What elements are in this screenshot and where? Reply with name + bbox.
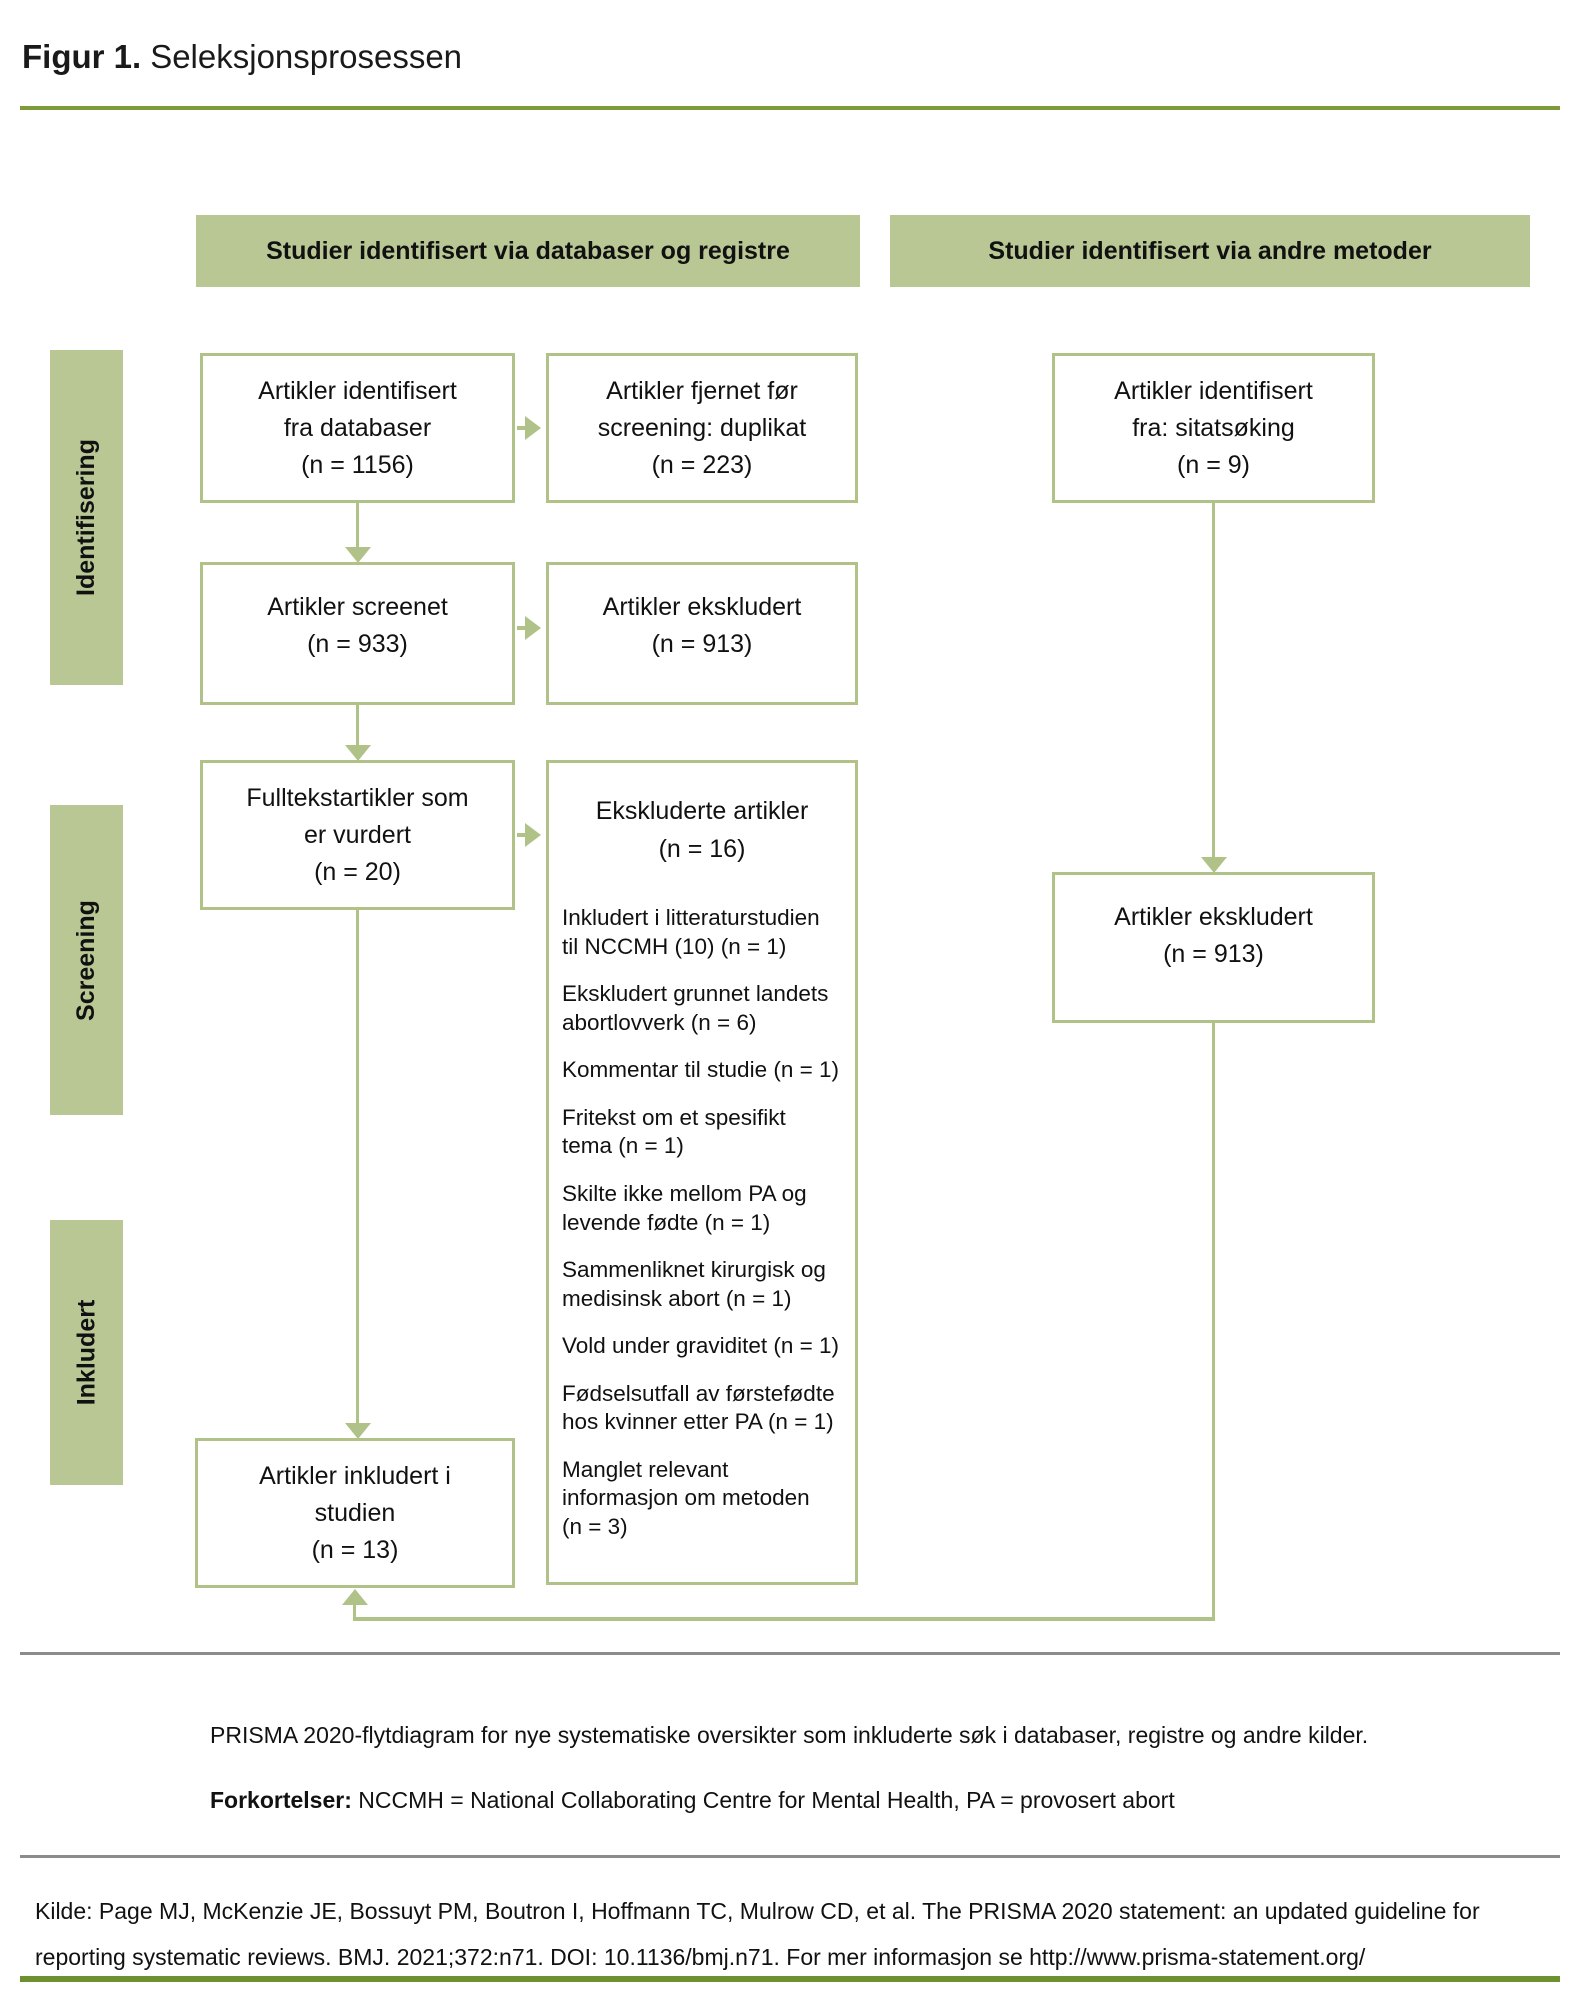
arrowhead-down-icon [1201,857,1227,873]
exclusion-reason: Fødselsutfall av førstefødte hos kvinner… [562,1380,835,1435]
box-excluded-other: Artikler ekskludert (n = 913) [1052,872,1375,1023]
source-citation: Kilde: Page MJ, McKenzie JE, Bossuyt PM,… [35,1888,1535,1980]
box-screened: Artikler screenet (n = 933) [200,562,515,705]
connector-row1-right [517,426,526,430]
stage-label: Screening [72,899,100,1021]
prisma-note-text: PRISMA 2020-flytdiagram for nye systemat… [210,1722,1369,1748]
source-citation-text: Kilde: Page MJ, McKenzie JE, Bossuyt PM,… [35,1898,1480,1970]
stage-screening: Screening [50,805,123,1115]
divider-gray-top [20,1652,1560,1655]
stage-included: Inkludert [50,1220,123,1485]
divider-gray-bottom [20,1855,1560,1858]
banner-other-methods: Studier identifisert via andre metoder [890,215,1530,287]
box-text: Artikler inkludert i studien (n = 13) [259,1461,451,1564]
arrowhead-right-icon [525,823,541,847]
box-fulltext-assessed: Fulltekstartikler som er vurdert (n = 20… [200,760,515,910]
exclusion-box-title: Ekskluderte artikler (n = 16) [595,797,809,863]
stage-identification: Identifisering [50,350,123,685]
connector-row2-right [517,626,526,630]
abbreviations-note: Forkortelser: NCCMH = National Collabora… [210,1787,1510,1814]
abbreviations-text: NCCMH = National Collaborating Centre fo… [358,1787,1175,1813]
banner-databases-registers: Studier identifisert via databaser og re… [196,215,860,287]
box-identified-databases: Artikler identifisert fra databaser (n =… [200,353,515,503]
box-included-studies: Artikler inkludert i studien (n = 13) [195,1438,515,1588]
exclusion-reason: Manglet relevant informasjon om metoden … [562,1456,810,1539]
arrowhead-down-icon [345,547,371,563]
elbow-vertical-left [353,1603,356,1619]
arrowhead-right-icon [525,616,541,640]
box-text: Fulltekstartikler som er vurdert (n = 20… [246,783,469,886]
box-removed-before-screening: Artikler fjernet før screening: duplikat… [546,353,858,503]
arrowhead-down-icon [345,745,371,761]
box-text: Artikler ekskludert (n = 913) [602,593,802,658]
exclusion-reason: Sammenliknet kirurgisk og medisinsk abor… [562,1257,826,1311]
exclusion-reason: Ekskludert grunnet landets abortlovverk … [562,981,829,1035]
exclusion-reason: Fritekst om et spesifikt tema (n = 1) [562,1104,786,1159]
connector-row3-right [517,833,526,837]
elbow-horizontal [353,1617,1215,1621]
connector-identified-to-screened [356,503,359,549]
exclusion-reason: Skilte ikke mellom PA og levende fødte (… [562,1180,807,1235]
box-text: Artikler identifisert fra databaser (n =… [258,376,457,479]
box-text: Artikler identifisert fra: sitatsøking (… [1114,376,1313,479]
stage-label: Inkludert [72,1299,101,1406]
figure-title-text: Seleksjonsprosessen [150,38,463,75]
banner-label: Studier identifisert via andre metoder [988,236,1432,265]
box-excluded-screening: Artikler ekskludert (n = 913) [546,562,858,705]
exclusion-reason: Vold under graviditet (n = 1) [562,1333,840,1359]
box-text: Artikler fjernet før screening: duplikat… [597,376,807,479]
connector-screened-to-fulltext [356,705,359,747]
connector-citation-to-excluded [1212,503,1215,859]
prisma-note: PRISMA 2020-flytdiagram for nye systemat… [210,1722,1450,1749]
arrowhead-down-icon [345,1423,371,1439]
elbow-vertical-right [1212,1023,1215,1621]
bottom-green-rule [20,1976,1560,1982]
arrowhead-right-icon [525,416,541,440]
abbreviations-label: Forkortelser: [210,1787,352,1813]
exclusion-reason: Kommentar til studie (n = 1) [562,1057,839,1083]
banner-label: Studier identifisert via databaser og re… [266,236,790,265]
box-excluded-fulltext: Ekskluderte artikler (n = 16) Inkludert … [546,760,858,1585]
page-title: Figur 1.Seleksjonsprosessen [22,38,462,76]
box-text: Artikler screenet (n = 933) [267,593,448,658]
connector-fulltext-to-included [356,910,359,1425]
arrowhead-up-icon [342,1589,368,1605]
exclusion-reason: Inkludert i litteraturstudien til NCCMH … [562,905,820,959]
title-underline [20,106,1560,110]
box-identified-citation: Artikler identifisert fra: sitatsøking (… [1052,353,1375,503]
figure-number: Figur 1. [22,38,142,75]
box-text: Artikler ekskludert (n = 913) [1114,903,1313,968]
stage-label: Identifisering [72,439,100,596]
